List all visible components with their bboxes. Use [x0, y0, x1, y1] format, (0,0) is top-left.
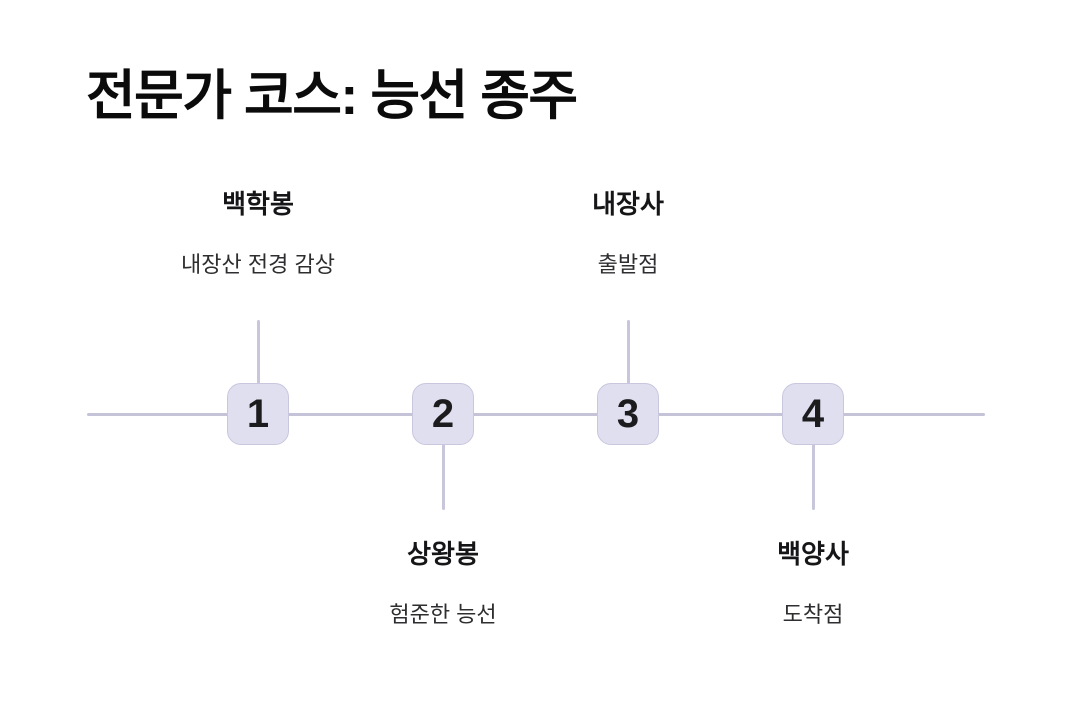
step-number: 4	[801, 392, 825, 436]
step-subtitle: 출발점	[597, 252, 659, 277]
step-subtitle: 도착점	[782, 602, 844, 627]
step-connector-line	[811, 444, 815, 510]
step-title: 상왕봉	[407, 539, 479, 569]
step-connector-line	[256, 320, 260, 384]
step-connector-line	[626, 320, 630, 384]
step-node: 4	[782, 383, 844, 445]
step-number: 1	[246, 392, 270, 436]
step-label: 상왕봉 험준한 능선	[389, 539, 496, 628]
timeline-axis-line	[87, 413, 985, 416]
step-node: 1	[227, 383, 289, 445]
page-title: 전문가 코스: 능선 종주	[86, 66, 578, 126]
step-subtitle: 내장산 전경 감상	[181, 252, 335, 277]
step-connector-line	[441, 444, 445, 510]
step-label: 내장사 출발점	[592, 189, 664, 278]
step-title: 백양사	[777, 539, 849, 569]
step-label: 백학봉 내장산 전경 감상	[181, 189, 335, 278]
step-label: 백양사 도착점	[777, 539, 849, 628]
step-node: 3	[597, 383, 659, 445]
step-number: 2	[431, 392, 455, 436]
step-subtitle: 험준한 능선	[389, 602, 497, 627]
step-number: 3	[616, 392, 640, 436]
step-title: 백학봉	[222, 189, 294, 219]
step-node: 2	[412, 383, 474, 445]
step-title: 내장사	[592, 189, 664, 219]
